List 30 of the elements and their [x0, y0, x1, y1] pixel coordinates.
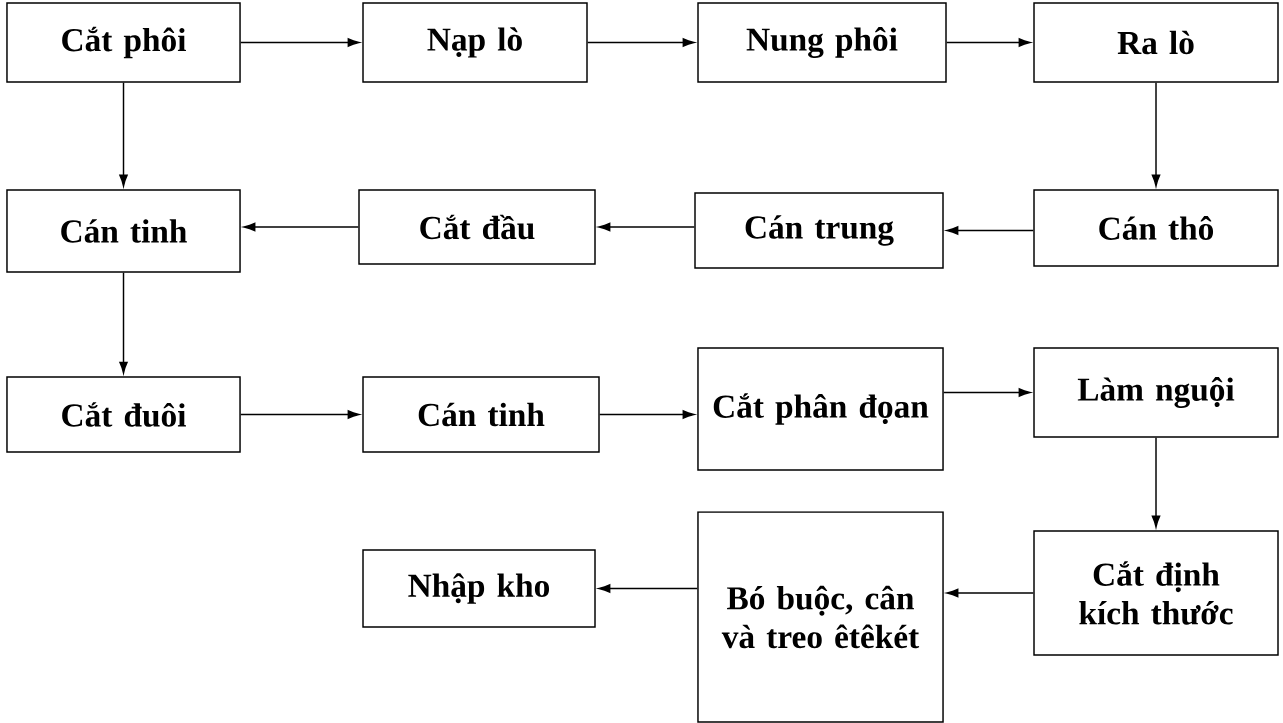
process-box: Cắt đầu — [358, 189, 596, 265]
arrow — [946, 588, 1034, 598]
arrow — [587, 38, 695, 47]
process-box: Cán thô — [1033, 189, 1279, 267]
arrow — [240, 38, 360, 47]
process-box: Nhập kho — [362, 549, 596, 628]
process-box: Cán tinh — [362, 376, 600, 453]
arrow — [240, 410, 360, 419]
process-box: Nạp lò — [362, 2, 588, 83]
process-box: Cán trung — [694, 192, 944, 269]
process-box: Ra lò — [1033, 2, 1279, 83]
process-box: Làm nguội — [1033, 347, 1279, 438]
process-box: Bó buộc, cân và treo êtêkét — [697, 511, 944, 723]
arrow — [599, 410, 695, 419]
arrow — [943, 388, 1031, 397]
process-box: Cán tinh — [6, 189, 241, 273]
process-box: Cắt định kích thước — [1033, 530, 1279, 656]
process-box: Nung phôi — [697, 2, 947, 83]
process-box: Cắt phôi — [6, 2, 241, 83]
arrow — [119, 81, 128, 187]
arrow — [1151, 81, 1161, 187]
arrow — [946, 226, 1034, 235]
arrow — [119, 272, 128, 374]
process-box: Cắt đuôi — [6, 376, 241, 453]
arrow — [598, 222, 695, 232]
arrow — [946, 38, 1031, 47]
arrow — [1151, 437, 1161, 528]
arrow — [598, 584, 698, 593]
arrow — [243, 222, 359, 232]
process-box: Cắt phân đọan — [697, 347, 944, 471]
